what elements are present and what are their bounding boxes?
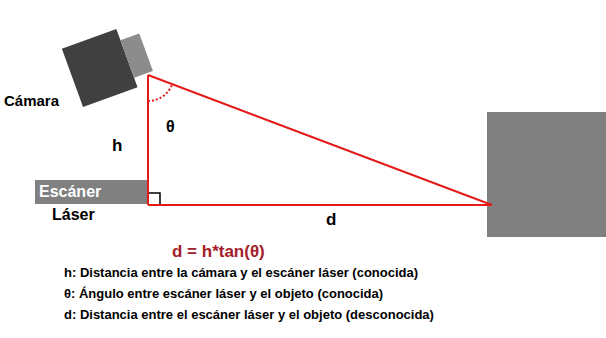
height-line	[147, 75, 149, 205]
height-label: h	[112, 136, 122, 156]
target-object	[487, 112, 606, 237]
right-angle-marker	[149, 193, 160, 204]
legend-note: h: Distancia entre la cámara y el escáne…	[64, 266, 418, 281]
formula: d = h*tan(θ)	[172, 242, 265, 262]
distance-label: d	[326, 210, 336, 230]
hypotenuse-line	[148, 75, 492, 205]
scanner-title: Escáner	[39, 183, 151, 201]
camera-lens	[120, 33, 152, 77]
legend-note: d: Distancia entre el escáner láser y el…	[64, 308, 434, 323]
camera-symbol	[62, 22, 157, 107]
distance-line	[148, 204, 492, 206]
angle-arc	[148, 84, 172, 101]
scanner-subtitle: Láser	[52, 206, 95, 224]
legend-note: θ: Ángulo entre escáner láser y el objet…	[64, 287, 383, 302]
scanner-box: EscánerLáser	[35, 180, 147, 204]
camera-label: Cámara	[4, 92, 59, 109]
angle-label: θ	[166, 118, 175, 136]
